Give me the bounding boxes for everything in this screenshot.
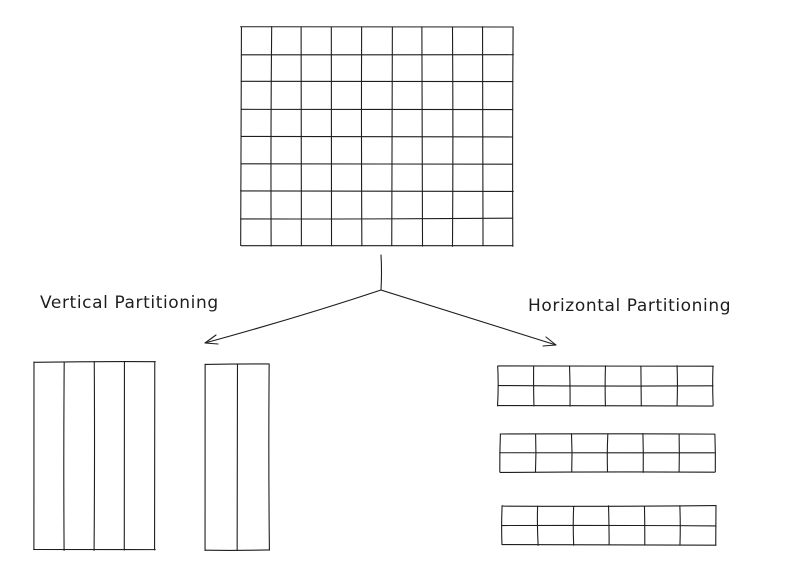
tables-layer (33, 26, 717, 552)
horizontal-partition-table (499, 433, 716, 474)
table-row-line (239, 190, 514, 192)
connector-branch-right (380, 289, 557, 346)
table-row-line (240, 135, 514, 138)
table-row-line (501, 524, 717, 527)
table-border (714, 433, 716, 473)
vertical-partition-table (204, 363, 270, 552)
horizontal-partitioning-label: Horizontal Partitioning (528, 296, 731, 316)
connector-branch-left (204, 289, 382, 344)
table-row-line (240, 217, 514, 220)
horizontal-partition-table (501, 505, 717, 546)
horizontal-partition-table (496, 365, 714, 407)
table-border (268, 363, 270, 551)
connector (204, 254, 557, 347)
vertical-partition-table (33, 360, 156, 551)
vertical-partitioning-label: Vertical Partitioning (40, 293, 219, 313)
arrowhead-right-icon (542, 336, 557, 347)
source-table (239, 26, 514, 247)
table-border (501, 505, 717, 507)
table-border (496, 365, 499, 407)
arrowhead-left-icon (204, 334, 219, 345)
connector-stem (380, 254, 383, 291)
